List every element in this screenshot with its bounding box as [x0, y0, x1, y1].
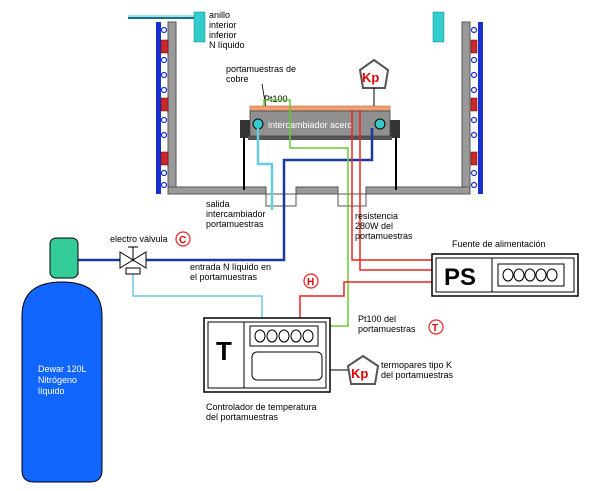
ring-block-left: [193, 11, 206, 43]
cryostat-wall-left: [167, 21, 177, 195]
label-portamuestras-cobre: portamuestras de cobre: [226, 64, 299, 84]
cryostat-floor-mid: [295, 186, 339, 195]
coil-dots-right: [470, 26, 478, 189]
wire-resistencia-2: [359, 110, 436, 271]
label-anillo-line: interior: [209, 20, 237, 30]
label-line: portamuestras: [206, 219, 264, 229]
coil-right: [478, 22, 483, 194]
label-line: intercambiador: [206, 209, 266, 219]
label-line: Nitrógeno: [38, 375, 77, 385]
port-right: [374, 118, 386, 130]
label-line: del portamuestras: [381, 370, 454, 380]
label-line: termopares tipo K: [381, 360, 452, 370]
label-line: portamuestras: [358, 324, 416, 334]
cryostat-wall-right: [461, 21, 471, 195]
label-line: resistencia: [355, 211, 398, 221]
label-electro-valvula: electro válvula: [110, 234, 168, 244]
pipe-salida: [256, 128, 274, 210]
h-badge-text: H: [307, 277, 314, 288]
valve-symbol: [119, 246, 147, 275]
t-badge-text: T: [432, 323, 438, 334]
label-salida: salida intercambiador portamuestras: [206, 199, 268, 229]
post-left: [240, 120, 250, 138]
dewar-tank: Dewar 120L Nitrógeno líquido: [21, 237, 103, 483]
label-intercambiador: intercambiador acero: [268, 120, 353, 130]
ctrl-t-letter: T: [216, 336, 232, 366]
label-line: portamuestras de: [226, 64, 296, 74]
red-block: [160, 39, 169, 54]
label-controlador: Controlador de temperatura del portamues…: [206, 402, 319, 422]
ps-label: PS: [444, 264, 476, 291]
steel-exchanger: [249, 110, 391, 137]
temperature-controller: T: [203, 317, 331, 393]
label-termopares: termopares tipo K del portamuestras: [381, 360, 455, 380]
label-anillo: anillo interior inferior N líquido: [209, 10, 245, 50]
post-bar: [248, 136, 392, 140]
label-line: Controlador de temperatura: [206, 402, 317, 412]
label-pt100-top: Pt100: [264, 94, 288, 104]
c-badge: [175, 231, 191, 247]
cryostat-floor-right: [365, 186, 471, 195]
label-line: del portamuestras: [206, 412, 279, 422]
label-line: el portamuestras: [190, 272, 258, 282]
label-line: salida: [206, 199, 230, 209]
coil-dots-left: [160, 26, 168, 189]
pipe-entrada: [78, 128, 374, 262]
kp-text-bottom: Kp: [351, 366, 368, 381]
label-line: cobre: [226, 74, 249, 84]
label-entrada: entrada N líquido en el portamuestras: [190, 262, 274, 282]
port-left: [252, 118, 264, 130]
post-right: [390, 120, 400, 138]
power-supply: PS: [431, 253, 579, 297]
sample-holder: intercambiador acero: [240, 105, 400, 190]
heater-blocks: [160, 39, 478, 166]
label-dewar: Dewar 120L Nitrógeno líquido: [38, 364, 89, 396]
ctrl-display-digits: [254, 329, 314, 343]
h-badge: [303, 273, 319, 289]
red-block: [470, 97, 478, 112]
copper-plate: [249, 105, 391, 112]
red-block: [160, 97, 169, 112]
label-line: Pt100 del: [358, 314, 396, 324]
label-fuente: Fuente de alimentación: [452, 239, 546, 249]
ps-display-digits: [502, 268, 558, 282]
label-line: portamuestras: [355, 231, 413, 241]
c-badge-text: C: [179, 235, 186, 246]
wire-pt100: [263, 99, 349, 327]
label-anillo-line: anillo: [209, 10, 230, 20]
label-line: Dewar 120L: [38, 364, 87, 374]
red-block: [470, 151, 478, 166]
wire-resistencia-1: [351, 110, 436, 261]
kp-text-top: Kp: [362, 70, 379, 85]
label-line: 280W del: [355, 221, 393, 231]
dewar-body: [21, 281, 103, 483]
label-anillo-line: inferior: [209, 30, 237, 40]
red-block: [470, 39, 478, 54]
pointer-line: [261, 83, 267, 109]
ctrl-panel: [251, 351, 323, 381]
ring-block-right: [432, 11, 445, 43]
coil-left: [156, 22, 161, 194]
t-badge: [428, 319, 444, 335]
feedthrough-left: [265, 193, 297, 207]
label-pt100-del: Pt100 del portamuestras: [358, 314, 416, 334]
wire-controller: [299, 281, 436, 320]
label-line: líquido: [38, 386, 65, 396]
dewar-cap: [49, 237, 79, 279]
pipe-valve-controller: [132, 274, 263, 318]
label-anillo-line: N líquido: [209, 40, 245, 50]
label-line: entrada N líquido en: [190, 262, 271, 272]
kp-badge-bottom: [346, 354, 380, 385]
label-resistencia: resistencia 280W del portamuestras: [355, 211, 413, 241]
cryostat-floor-left: [167, 186, 267, 195]
red-block: [160, 151, 169, 166]
